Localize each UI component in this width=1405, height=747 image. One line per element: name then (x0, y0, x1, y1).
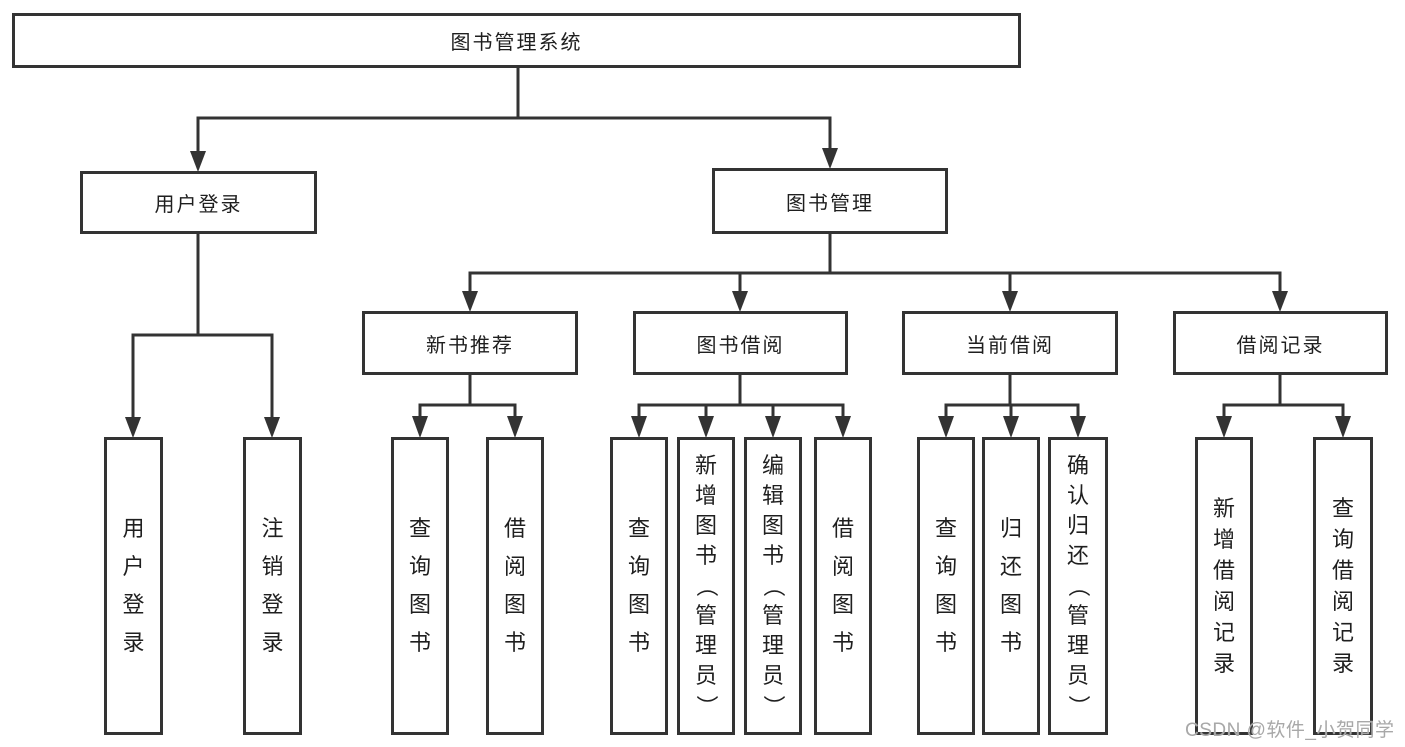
node-label: 归还图书 (999, 516, 1022, 655)
arrowhead (1272, 291, 1288, 312)
node-label: 确认归还（管理员） (1065, 453, 1091, 718)
node-label: 新书推荐 (426, 334, 514, 357)
node-label: 查询图书 (934, 516, 957, 655)
leaf-query-books-borrowing: 查询图书 (610, 437, 668, 735)
leaf-add-books-admin: 新增图书（管理员） (677, 437, 735, 735)
node-new-book-recommend: 新书推荐 (362, 311, 578, 375)
arrowhead (462, 291, 478, 312)
leaf-edit-books-admin: 编辑图书（管理员） (744, 437, 802, 735)
arrowhead (1070, 416, 1086, 438)
arrowhead (732, 291, 748, 312)
node-root-system: 图书管理系统 (12, 13, 1021, 68)
node-label: 编辑图书（管理员） (760, 453, 786, 718)
arrowhead (1216, 416, 1232, 438)
node-label: 注销登录 (261, 516, 284, 655)
node-label: 用户登录 (122, 516, 145, 655)
arrowhead (125, 417, 141, 438)
node-label: 查询借阅记录 (1331, 495, 1354, 676)
arrowhead (1335, 416, 1351, 438)
node-user-login: 用户登录 (80, 171, 317, 234)
node-label: 图书管理系统 (450, 32, 583, 54)
leaf-logout: 注销登录 (243, 437, 302, 735)
arrowhead (765, 416, 781, 438)
node-label: 查询图书 (408, 516, 431, 655)
node-label: 新增图书（管理员） (693, 453, 719, 718)
arrowhead (1002, 291, 1018, 312)
node-label: 用户登录 (154, 194, 243, 216)
leaf-return-books: 归还图书 (982, 437, 1040, 735)
arrowhead (264, 417, 280, 438)
arrowhead (938, 416, 954, 438)
node-label: 查询图书 (627, 516, 650, 655)
node-label: 借阅记录 (1236, 334, 1325, 357)
arrowhead (631, 416, 647, 438)
node-label: 图书借阅 (696, 334, 785, 357)
node-label: 图书管理 (786, 192, 874, 215)
node-borrow-records: 借阅记录 (1173, 311, 1388, 375)
node-book-management: 图书管理 (712, 168, 948, 234)
arrowhead (190, 151, 206, 172)
arrowhead (1003, 416, 1019, 438)
csdn-watermark: CSDN @软件_小贺同学 (1185, 720, 1395, 741)
arrowhead (822, 148, 838, 169)
node-label: 新增借阅记录 (1212, 495, 1235, 676)
arrowhead (412, 416, 428, 438)
arrowhead (698, 416, 714, 438)
leaf-query-books-recommend: 查询图书 (391, 437, 449, 735)
leaf-confirm-return-admin: 确认归还（管理员） (1048, 437, 1108, 735)
leaf-user-login: 用户登录 (104, 437, 163, 735)
arrowhead (507, 416, 523, 438)
node-label: 当前借阅 (966, 334, 1054, 357)
node-label: 借阅图书 (503, 516, 526, 655)
node-current-borrowing: 当前借阅 (902, 311, 1118, 375)
leaf-borrow-books-borrowing: 借阅图书 (814, 437, 872, 735)
leaf-query-books-current: 查询图书 (917, 437, 975, 735)
leaf-query-borrow-record: 查询借阅记录 (1313, 437, 1373, 735)
arrowhead (835, 416, 851, 438)
leaf-add-borrow-record: 新增借阅记录 (1195, 437, 1253, 735)
node-label: 借阅图书 (831, 516, 854, 655)
node-book-borrowing: 图书借阅 (633, 311, 848, 375)
leaf-borrow-books-recommend: 借阅图书 (486, 437, 544, 735)
